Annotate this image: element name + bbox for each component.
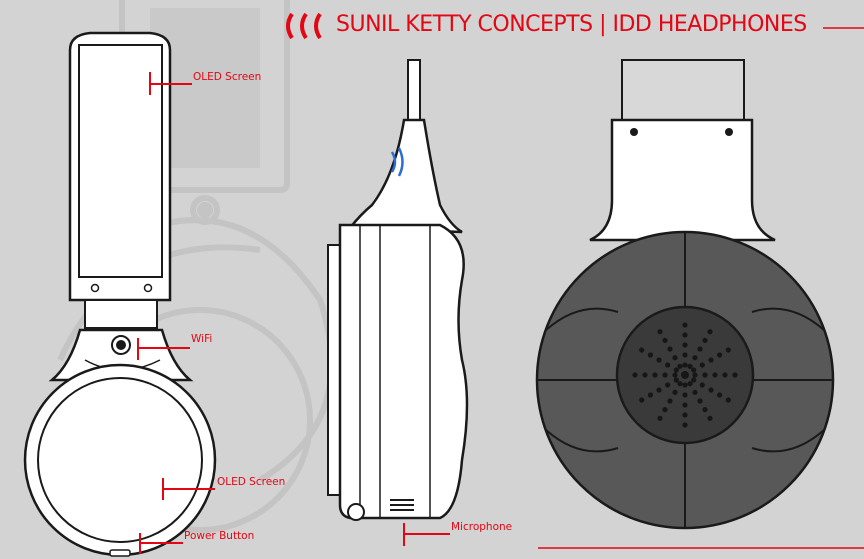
- front-view: [23, 31, 217, 557]
- grille-dot: [672, 372, 678, 378]
- back-band: [621, 59, 745, 121]
- grille-dot: [672, 389, 678, 395]
- front-oled-screen: [78, 44, 163, 278]
- label-oled-screen-top: OLED Screen: [193, 71, 262, 83]
- side-earcup: [338, 223, 469, 520]
- grille-dot: [692, 355, 698, 361]
- grille-dot: [632, 372, 638, 378]
- grille-dot: [691, 367, 697, 373]
- side-neck: [347, 118, 463, 234]
- grille-dot: [712, 372, 718, 378]
- back-yoke: [589, 118, 776, 242]
- grille-dot: [682, 412, 688, 418]
- grille-dot: [652, 372, 658, 378]
- label-wifi: WiFi: [191, 333, 213, 345]
- grille-dot: [722, 372, 728, 378]
- grille-dot: [682, 322, 688, 328]
- grille-dot: [673, 377, 679, 383]
- grille-dot: [681, 371, 689, 379]
- grille-dot: [665, 382, 671, 388]
- grille-dot: [707, 415, 713, 421]
- grille-dot: [673, 367, 679, 373]
- grille-dot: [656, 357, 662, 363]
- grille-dot: [702, 337, 708, 343]
- grille-dot: [691, 377, 697, 383]
- screw-icon: [90, 283, 100, 293]
- grille-dot: [725, 397, 731, 403]
- grille-dot: [687, 381, 693, 387]
- grille-dot: [639, 397, 645, 403]
- grille-dot: [717, 392, 723, 398]
- side-view: [327, 59, 469, 521]
- grille-dot: [682, 422, 688, 428]
- grille-dot: [657, 415, 663, 421]
- grille-dot: [682, 352, 688, 358]
- grille-dot: [707, 329, 713, 335]
- grille-dot: [667, 398, 673, 404]
- front-earcup-inner: [37, 377, 203, 543]
- grille-dot: [692, 389, 698, 395]
- label-oled-screen-bottom: OLED Screen: [217, 476, 286, 488]
- grille-dot: [639, 347, 645, 353]
- grille-dot: [677, 363, 683, 369]
- grille-dot: [697, 346, 703, 352]
- grille-dot: [642, 372, 648, 378]
- grille-dot: [708, 357, 714, 363]
- grille-dot: [687, 363, 693, 369]
- title-bracket-icon: [286, 12, 322, 40]
- grille-dot: [682, 382, 688, 388]
- frame-line: [538, 27, 864, 549]
- page-title: SUNIL KETTY CONCEPTS | IDD HEADPHONES: [336, 12, 807, 37]
- grille-dot: [662, 337, 668, 343]
- grille-dot: [682, 402, 688, 408]
- front-stem: [84, 299, 158, 329]
- grille-dot: [732, 372, 738, 378]
- screw-icon: [725, 128, 733, 136]
- grille-dot: [647, 392, 654, 398]
- label-microphone: Microphone: [451, 521, 513, 533]
- screw-icon: [630, 128, 638, 136]
- grille-dot: [717, 352, 723, 358]
- grille-dot: [662, 407, 668, 413]
- grille-dot: [692, 372, 698, 378]
- grille-dot: [682, 332, 688, 338]
- grille-dot: [697, 398, 703, 404]
- grille-dot: [647, 352, 654, 358]
- grille-dot: [662, 372, 668, 378]
- back-view: [535, 59, 835, 530]
- grille-dot: [699, 382, 705, 388]
- grille-dot: [667, 346, 673, 352]
- side-band: [407, 59, 421, 123]
- power-button-icon: [109, 549, 131, 557]
- grille-dot: [682, 392, 688, 398]
- grille-dot: [657, 329, 663, 335]
- callout-leaders: [137, 72, 450, 554]
- side-knob: [347, 503, 365, 521]
- side-wifi-icon: [390, 147, 404, 177]
- label-power-button: Power Button: [184, 530, 255, 542]
- grille-dot: [672, 355, 678, 361]
- speaker-grille-dots: [632, 322, 738, 428]
- grille-dot: [702, 372, 708, 378]
- microphone-icon: [390, 499, 414, 511]
- grille-dot: [708, 387, 714, 393]
- grille-dot: [656, 387, 662, 393]
- grille-dot: [702, 407, 708, 413]
- grille-dot: [699, 362, 705, 368]
- grille-dot: [665, 362, 671, 368]
- screw-icon: [143, 283, 153, 293]
- grille-dot: [677, 381, 683, 387]
- grille-dot: [682, 342, 688, 348]
- grille-dot: [682, 362, 688, 368]
- wifi-icon: [111, 335, 131, 355]
- grille-dot: [725, 347, 731, 353]
